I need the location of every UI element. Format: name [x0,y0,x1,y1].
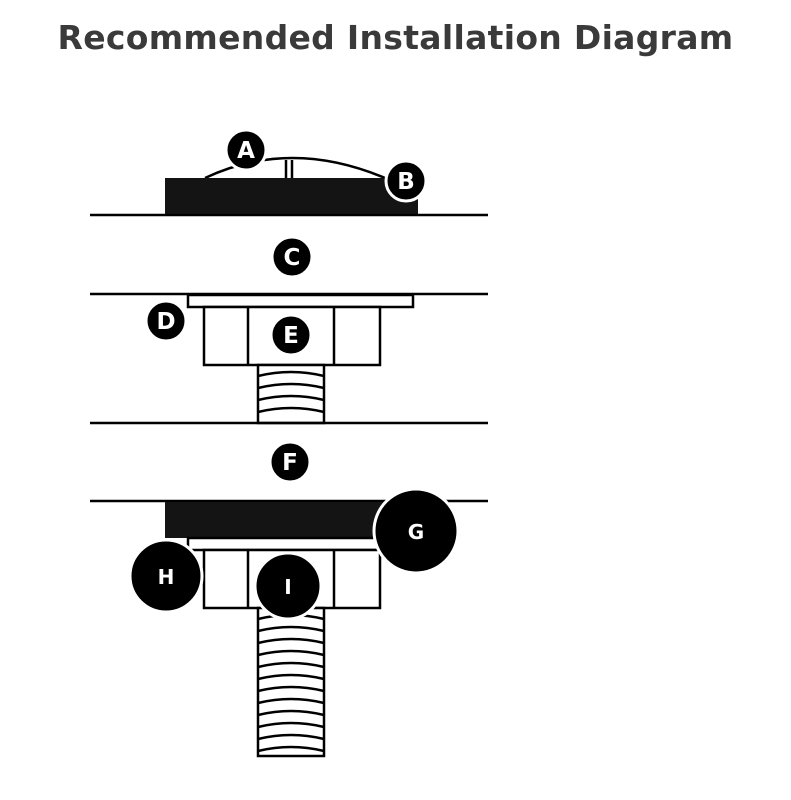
washer-plate [186,293,415,309]
label-e: E [283,323,299,349]
label-h: H [158,565,175,589]
diagram-title: Recommended Installation Diagram [57,18,734,57]
label-i-badge: I [253,551,323,621]
label-b: B [397,169,415,195]
upper-threads [256,363,326,425]
label-g-badge: G [372,487,460,575]
screw-head [165,156,418,214]
label-a-badge: A [224,128,268,172]
label-f-badge: F [268,440,312,484]
label-f: F [282,450,298,476]
label-e-badge: E [269,313,313,357]
label-a: A [237,138,255,164]
label-d-badge: D [144,299,188,343]
label-c: C [284,245,301,271]
label-i: I [284,575,291,599]
lower-threads [256,606,326,758]
label-b-badge: B [384,159,428,203]
label-d: D [156,309,175,335]
label-g: G [408,520,424,544]
lower-washer [186,536,396,552]
label-h-badge: H [128,538,204,614]
label-c-badge: C [270,235,314,279]
